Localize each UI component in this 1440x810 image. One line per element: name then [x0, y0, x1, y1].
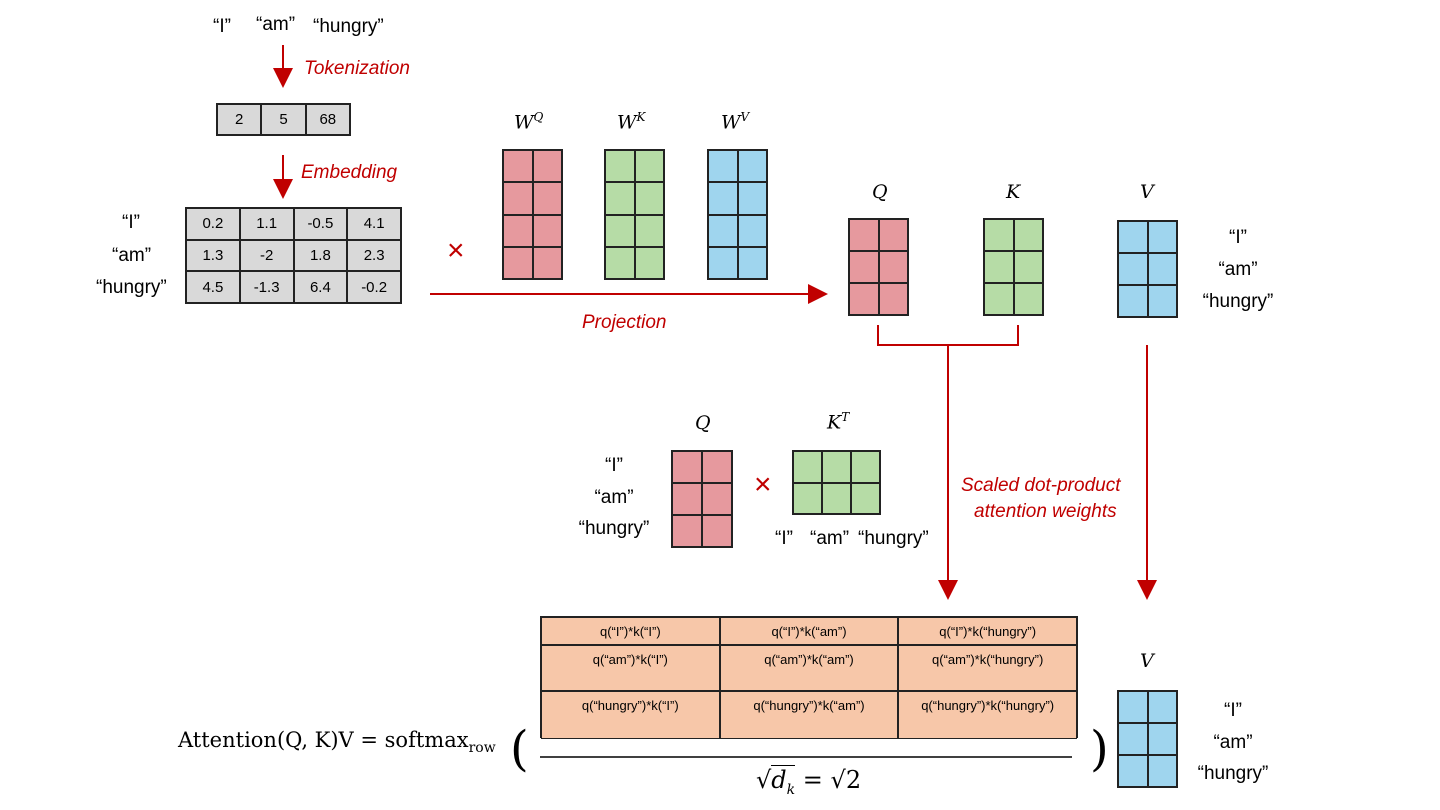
q-mid-row-label-hungry: “hungry” — [578, 518, 650, 539]
kt-col-label-hungry: “hungry” — [858, 528, 929, 549]
wk-label: WK — [617, 110, 646, 134]
token-am: “am” — [256, 14, 296, 35]
close-paren: ) — [1090, 721, 1109, 777]
q-mid-row-label-am: “am” — [594, 487, 634, 508]
kt-col-label-am: “am” — [810, 528, 850, 549]
embedding-cell: 1.3 — [186, 239, 240, 272]
embedding-cell: 4.1 — [347, 208, 401, 240]
embedding-cell: 4.5 — [186, 271, 240, 303]
v-bottom-row-label-i: “I” — [1224, 700, 1242, 721]
attention-formula: Attention(Q, K)V = softmaxrow — [178, 728, 496, 757]
token-id-cell: 2 — [217, 104, 262, 135]
embedding-cell: 2.3 — [347, 239, 401, 272]
wv-label: WV — [721, 110, 750, 134]
embedding-cell: -0.2 — [347, 271, 401, 303]
score-cell: q(“hungry”)*k(“I”) — [541, 691, 720, 739]
v-bottom-matrix — [1117, 690, 1178, 788]
embedding-matrix: 0.2 1.1 -0.5 4.1 1.3 -2 1.8 2.3 4.5 -1.3… — [185, 207, 402, 304]
q-label: Q — [872, 181, 888, 203]
embedding-label: Embedding — [301, 162, 398, 183]
attention-label-line1: Scaled dot-product — [961, 475, 1121, 496]
embedding-cell: 6.4 — [293, 271, 348, 303]
v-row-label-hungry: “hungry” — [1202, 291, 1274, 312]
q-mid-matrix — [671, 450, 733, 548]
v-label: V — [1140, 181, 1154, 203]
k-matrix — [983, 218, 1044, 316]
attention-label-line2: attention weights — [974, 501, 1117, 522]
embedding-cell: -2 — [239, 239, 294, 272]
v-row-label-am: “am” — [1218, 259, 1258, 280]
open-paren: ( — [510, 721, 529, 777]
token-id-cell: 68 — [305, 104, 350, 135]
kt-col-label-i: “I” — [775, 528, 793, 549]
tokenization-label: Tokenization — [304, 58, 410, 79]
token-id-row: 2 5 68 — [216, 103, 351, 136]
v-bottom-row-label-hungry: “hungry” — [1197, 763, 1269, 784]
token-i: “I” — [213, 16, 231, 37]
embedding-row-label-i: “I” — [122, 212, 140, 233]
token-id-cell: 5 — [261, 104, 306, 135]
multiply-symbol: × — [447, 234, 465, 267]
embedding-row-label-am: “am” — [112, 245, 152, 266]
kt-label: KT — [827, 410, 850, 434]
score-cell: q(“am”)*k(“I”) — [541, 645, 720, 691]
v-bottom-label: V — [1140, 650, 1154, 672]
embedding-cell: 1.8 — [293, 239, 348, 272]
wq-label: WQ — [514, 110, 544, 134]
q-mid-row-label-i: “I” — [605, 455, 623, 476]
score-cell: q(“I”)*k(“I”) — [541, 617, 720, 645]
q-mid-label: Q — [695, 412, 711, 434]
wv-matrix — [707, 149, 768, 280]
score-cell: q(“am”)*k(“am”) — [719, 645, 899, 691]
k-label: K — [1006, 181, 1021, 203]
embedding-cell: -0.5 — [293, 208, 348, 240]
score-cell: q(“I”)*k(“am”) — [719, 617, 899, 645]
score-cell: q(“I”)*k(“hungry”) — [898, 617, 1077, 645]
qk-bracket — [877, 325, 1019, 346]
wk-matrix — [604, 149, 665, 280]
kt-matrix — [792, 450, 881, 515]
v-matrix — [1117, 220, 1178, 318]
projection-label: Projection — [582, 312, 667, 333]
token-hungry: “hungry” — [313, 16, 384, 37]
score-cell: q(“hungry”)*k(“am”) — [719, 691, 899, 739]
v-row-label-i: “I” — [1229, 227, 1247, 248]
wq-matrix — [502, 149, 563, 280]
embedding-cell: -1.3 — [239, 271, 294, 303]
q-matrix — [848, 218, 909, 316]
embedding-cell: 0.2 — [186, 208, 240, 240]
v-bottom-row-label-am: “am” — [1213, 732, 1253, 753]
embedding-row-label-hungry: “hungry” — [96, 277, 167, 298]
score-matrix: q(“I”)*k(“I”) q(“I”)*k(“am”) q(“I”)*k(“h… — [540, 616, 1078, 739]
multiply-symbol-mid: × — [754, 468, 772, 501]
score-cell: q(“am”)*k(“hungry”) — [898, 645, 1077, 691]
score-cell: q(“hungry”)*k(“hungry”) — [898, 691, 1077, 739]
embedding-cell: 1.1 — [239, 208, 294, 240]
denominator: √dk = √2 — [756, 765, 862, 798]
